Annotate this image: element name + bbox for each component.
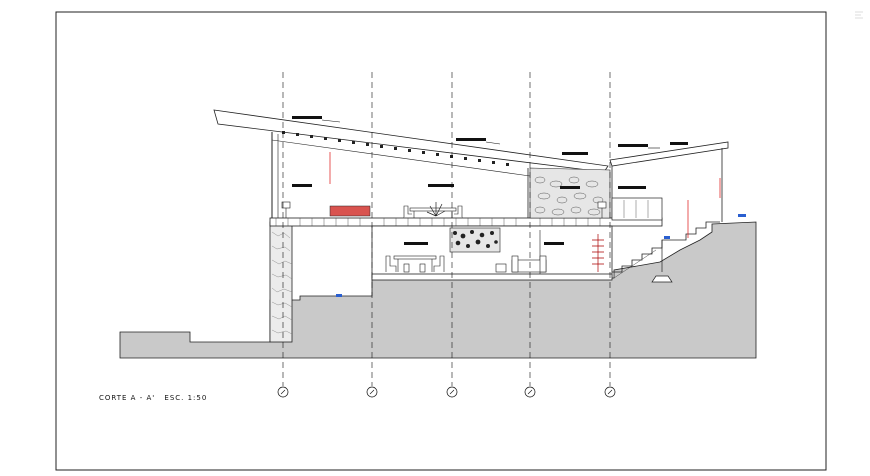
- section-caption: CORTE A - A' ESC. 1:50: [99, 394, 213, 402]
- upper-ceiling-line: [271, 139, 531, 177]
- sink-right: [597, 201, 607, 218]
- footing: [651, 240, 673, 283]
- roof-rafters: [282, 131, 509, 166]
- axis-lines: [282, 72, 611, 386]
- axis-bubbles: [277, 386, 616, 398]
- level-markers-blue: [336, 214, 746, 297]
- lower-stone-texture: [453, 230, 498, 248]
- section-title: CORTE A - A': [99, 394, 156, 402]
- lower-floor-slab: [371, 273, 613, 281]
- lower-stair: [592, 234, 604, 272]
- bed: [329, 205, 371, 217]
- upper-stone-texture: [534, 176, 604, 216]
- main-floor-slab: [269, 217, 663, 227]
- annotation-arrows: [321, 119, 660, 149]
- retaining-wall: [269, 221, 293, 343]
- corner-mark-icon: [855, 11, 863, 19]
- plant: [426, 202, 446, 217]
- roof-left: [213, 109, 609, 173]
- terrace-grid: [623, 200, 649, 218]
- upper-table-set: [403, 205, 463, 218]
- terrace-slab: [611, 197, 663, 221]
- dining-set: [385, 255, 445, 273]
- roof-right: [609, 141, 729, 167]
- level-markers-red: [329, 152, 721, 238]
- section-scale: ESC. 1:50: [164, 394, 208, 402]
- retaining-wall-texture: [271, 231, 293, 335]
- sheet-frame: [55, 11, 827, 471]
- annotation-tags: [292, 116, 688, 245]
- slab-hatch: [275, 218, 601, 226]
- lower-steps: [613, 249, 657, 279]
- sofa: [495, 255, 547, 273]
- terrain-steps: [612, 221, 720, 273]
- sink-left: [281, 201, 291, 218]
- axis-bubble-marks: [280, 389, 613, 395]
